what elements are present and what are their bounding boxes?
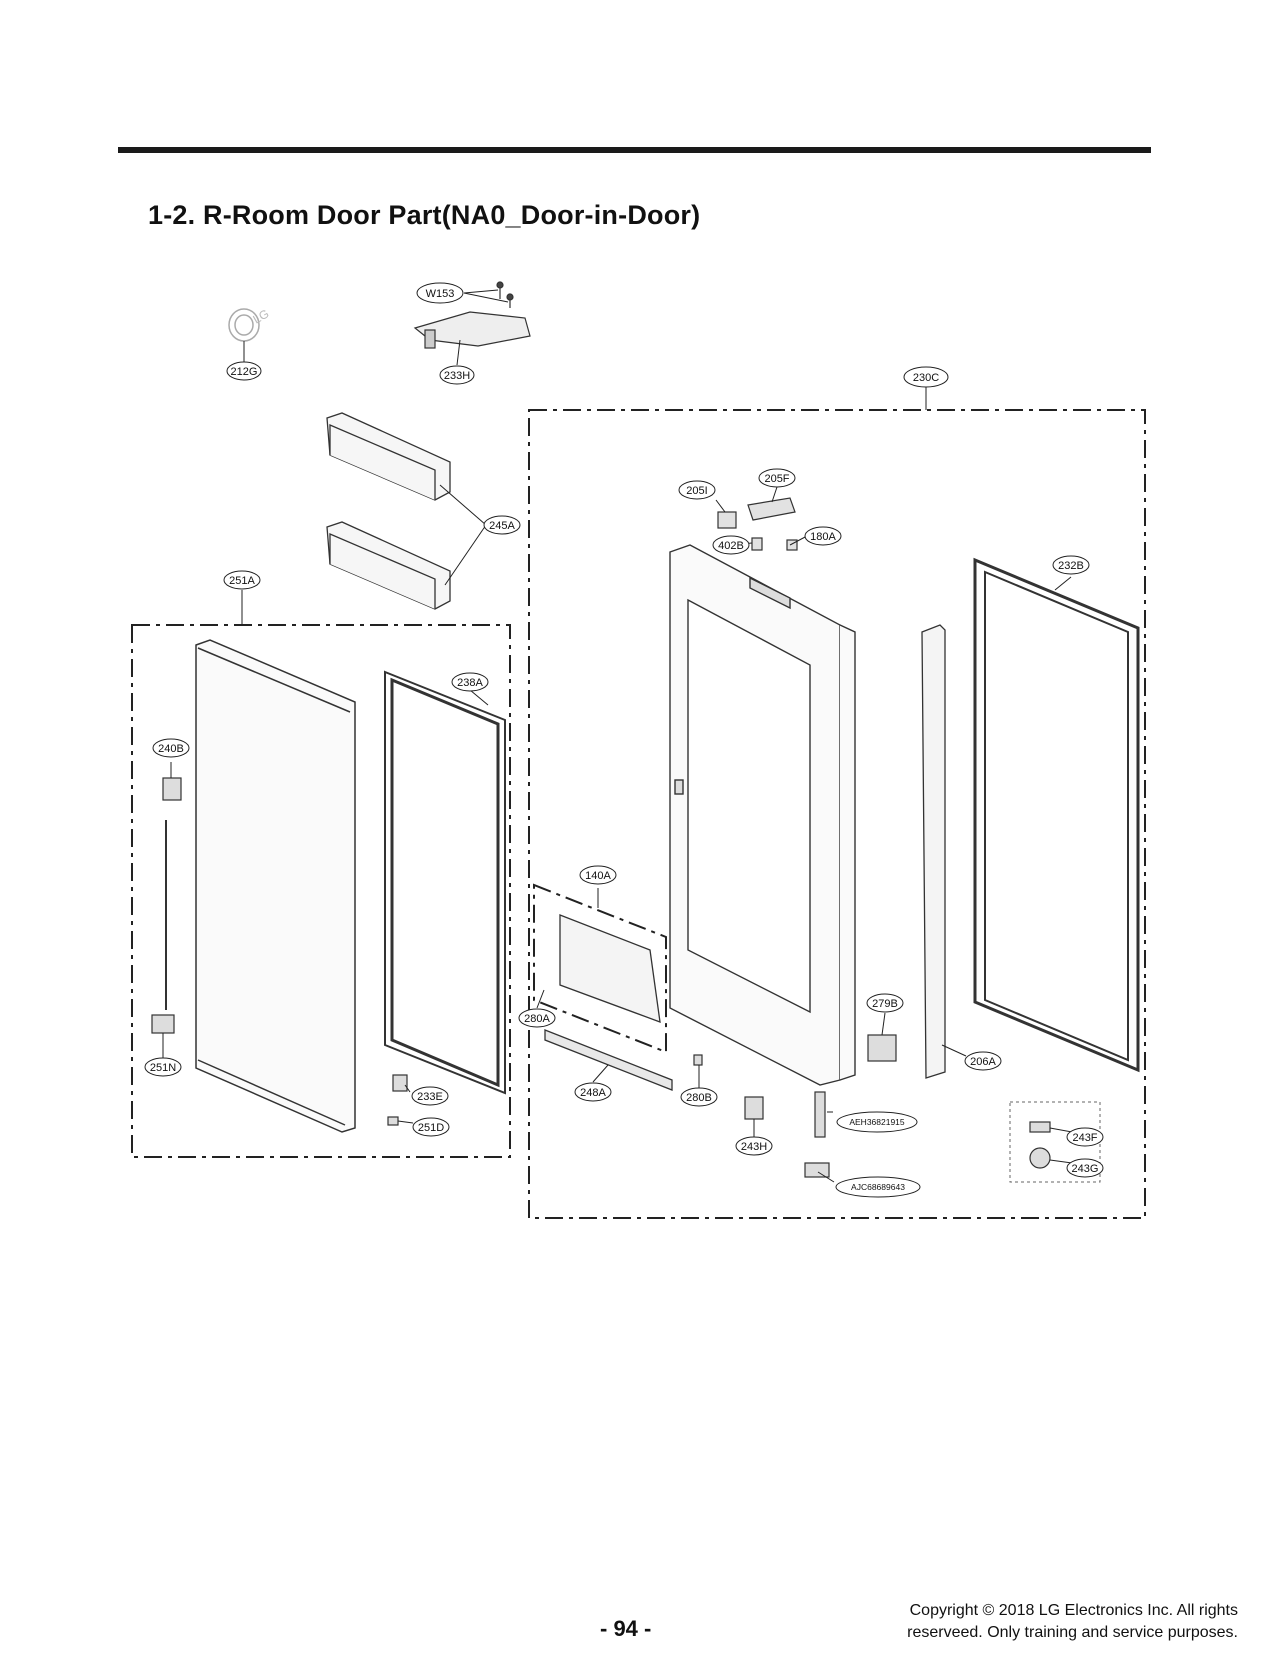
label-205f: 205F [764,473,789,485]
callout-balloon [152,738,190,758]
hinge-pin-parts [151,777,182,1034]
callout-balloon [412,1117,450,1137]
callout-balloon [416,282,464,304]
label-251d: 251D [418,1122,444,1134]
label-243f: 243F [1072,1132,1097,1144]
callout-balloon [518,1008,556,1028]
callout-balloon [1066,1127,1104,1147]
assembly-box-251a [131,624,511,1158]
callout-balloon [144,1057,182,1077]
callout-balloon [223,570,261,590]
label-206a: 206A [970,1056,996,1068]
copyright-line-2: reserveed. Only training and service pur… [907,1624,1238,1641]
label-238a: 238A [457,677,483,689]
page-title: 1-2. R-Room Door Part(NA0_Door-in-Door) [148,200,701,230]
callout-balloon [712,535,750,555]
callout-labels: 212G W153 233H 230C 245A 251A 205I 205F … [150,288,1099,1192]
callout-balloon [758,468,796,488]
label-212g: 212G [231,366,258,378]
callout-balloon [1066,1158,1104,1178]
label-205i: 205I [686,485,707,497]
copyright-notice: Copyright © 2018 LG Electronics Inc. All… [907,1600,1238,1644]
callout-balloon [836,1111,918,1133]
callout-balloon [804,526,842,546]
hinge-group-box [1009,1101,1101,1183]
label-245a: 245A [489,520,515,532]
callout-balloon [964,1051,1002,1071]
callout-balloon [735,1136,773,1156]
callout-balloon [439,365,475,385]
gasket-bar-part [921,624,946,1079]
small-hardware [387,1034,1051,1178]
label-251a: 251A [229,575,255,587]
label-243h: 243H [741,1141,767,1153]
outer-door-panel [195,639,356,1133]
callout-balloon [483,515,521,535]
copyright-line-1: Copyright © 2018 LG Electronics Inc. All… [909,1602,1238,1619]
label-180a: 180A [810,531,836,543]
label-280b: 280B [686,1092,712,1104]
inner-door-frame [669,544,856,1086]
label-280a: 280A [524,1013,550,1025]
lg-emblem: LG [228,306,272,342]
upper-hinge-part [413,281,531,349]
callout-balloon [451,672,489,692]
label-140a: 140A [585,870,611,882]
label-ajc68689643: AJC68689643 [851,1182,905,1192]
callout-balloon [411,1086,449,1106]
callout-balloon [680,1087,718,1107]
assembly-box-230c [528,409,1146,1219]
callout-balloon [1052,555,1090,575]
label-233h: 233H [444,370,470,382]
outer-gasket-part [384,670,506,1095]
label-248a: 248A [580,1087,606,1099]
svg-text:LG: LG [251,306,272,326]
label-232b: 232B [1058,560,1084,572]
label-251n: 251N [150,1062,176,1074]
label-240b: 240B [158,743,184,755]
basket-parts [326,412,451,610]
page-number: - 94 - [600,1616,652,1641]
label-aeh36821915: AEH36821915 [849,1117,905,1127]
callout-balloon [835,1176,921,1198]
top-small-parts [717,497,798,551]
label-233e: 233E [417,1091,443,1103]
label-402b: 402B [718,540,744,552]
callout-balloons [144,282,1104,1198]
label-243g: 243G [1072,1163,1099,1175]
callout-balloon [579,865,617,885]
callout-balloon [678,480,716,500]
callout-balloon [226,361,262,381]
callout-balloon [866,993,904,1013]
label-230c: 230C [913,372,939,384]
label-279b: 279B [872,998,898,1010]
inner-basket-part [544,914,673,1091]
callout-balloon [574,1082,612,1102]
assembly-box-140a [533,883,667,1054]
header-rule [118,147,1151,153]
label-w153: W153 [426,288,455,300]
main-gasket-part [973,557,1140,1073]
callout-balloon [903,366,949,388]
